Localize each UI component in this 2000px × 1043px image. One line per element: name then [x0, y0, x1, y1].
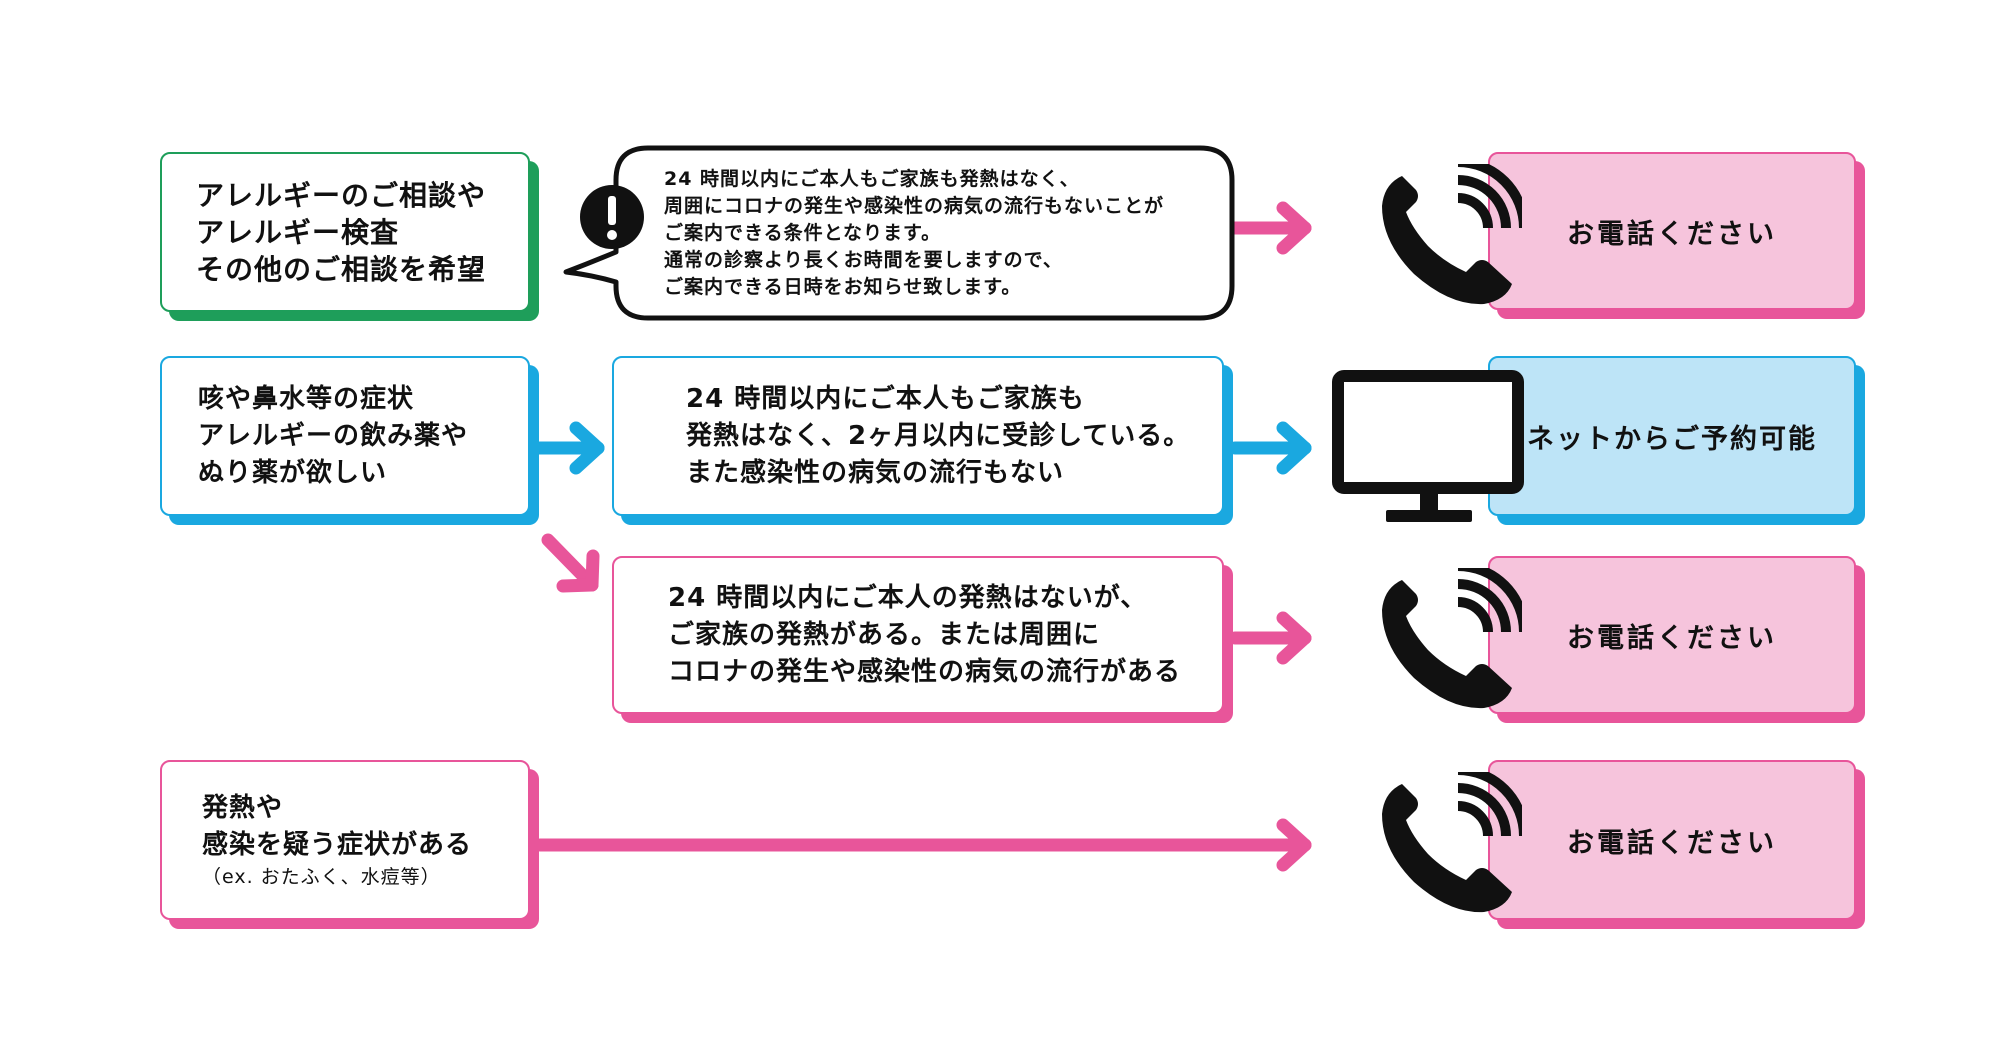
row2-middle-box: 24 時間以内にご本人もご家族も 発熱はなく、2ヶ月以内に受診している。 また感…: [612, 356, 1224, 516]
row4-condition-box: 発熱や 感染を疑う症状がある （ex. おたふく、水痘等）: [160, 760, 530, 920]
row2-destination-label: ネットからご予約可能: [1527, 423, 1817, 455]
row3-middle-line: コロナの発生や感染性の病気の流行がある: [668, 656, 1182, 687]
arrow-row2-to-dest: [1228, 421, 1312, 475]
bubble-text: 24 時間以内にご本人もご家族も発熱はなく、 周囲にコロナの発生や感染性の病気の…: [664, 166, 1164, 301]
row3-middle-line: 24 時間以内にご本人の発熱はないが、: [668, 582, 1148, 613]
monitor-icon: [1332, 370, 1524, 522]
row1-condition-line: その他のご相談を希望: [196, 252, 487, 286]
arrow-row2-to-row3: [541, 533, 600, 593]
bubble-line: 24 時間以内にご本人もご家族も発熱はなく、: [664, 168, 1080, 190]
row1-destination-label: お電話ください: [1567, 218, 1777, 250]
arrow-row2-to-middle: [528, 421, 605, 475]
bubble-line: ご案内できる条件となります。: [664, 222, 942, 244]
bubble-line: ご案内できる日時をお知らせ致します。: [664, 276, 1022, 298]
row4-destination-box: お電話ください: [1488, 760, 1856, 920]
row2-middle-line: また感染性の病気の流行もない: [686, 457, 1065, 488]
row4-condition-line: 発熱や: [202, 793, 284, 823]
bubble-line: 周囲にコロナの発生や感染性の病気の流行もないことが: [664, 195, 1165, 217]
arrow-row4: [533, 818, 1312, 872]
row2-middle-line: 発熱はなく、2ヶ月以内に受診している。: [686, 420, 1191, 451]
row1-condition-line: アレルギーのご相談や: [196, 178, 487, 212]
phone-icon: [1382, 568, 1522, 709]
row1-condition-box: アレルギーのご相談や アレルギー検査 その他のご相談を希望: [160, 152, 530, 312]
row1-condition-line: アレルギー検査: [196, 215, 400, 249]
row4-destination-label: お電話ください: [1567, 827, 1777, 859]
row2-condition-box: 咳や鼻水等の症状 アレルギーの飲み薬や ぬり薬が欲しい: [160, 356, 530, 516]
row2-destination-box: ネットからご予約可能: [1488, 356, 1856, 516]
arrow-row1: [1218, 201, 1312, 255]
arrow-row3: [1228, 611, 1312, 665]
row3-middle-line: ご家族の発熱がある。または周囲に: [668, 619, 1101, 650]
row3-destination-box: お電話ください: [1488, 556, 1856, 714]
phone-icon: [1382, 164, 1522, 305]
row3-destination-label: お電話ください: [1567, 622, 1777, 654]
row2-middle-line: 24 時間以内にご本人もご家族も: [686, 383, 1085, 414]
row2-condition-line: 咳や鼻水等の症状: [198, 383, 415, 414]
row1-destination-box: お電話ください: [1488, 152, 1856, 310]
bubble-line: 通常の診察より長くお時間を要しますので、: [664, 249, 1063, 271]
row3-middle-box: 24 時間以内にご本人の発熱はないが、 ご家族の発熱がある。または周囲に コロナ…: [612, 556, 1224, 714]
row4-condition-note: （ex. おたふく、水痘等）: [202, 866, 441, 888]
row2-condition-line: ぬり薬が欲しい: [198, 457, 388, 488]
row4-condition-line: 感染を疑う症状がある: [202, 830, 473, 860]
phone-icon: [1382, 772, 1522, 913]
exclamation-icon: [580, 185, 644, 249]
row2-condition-line: アレルギーの飲み薬や: [198, 420, 469, 451]
